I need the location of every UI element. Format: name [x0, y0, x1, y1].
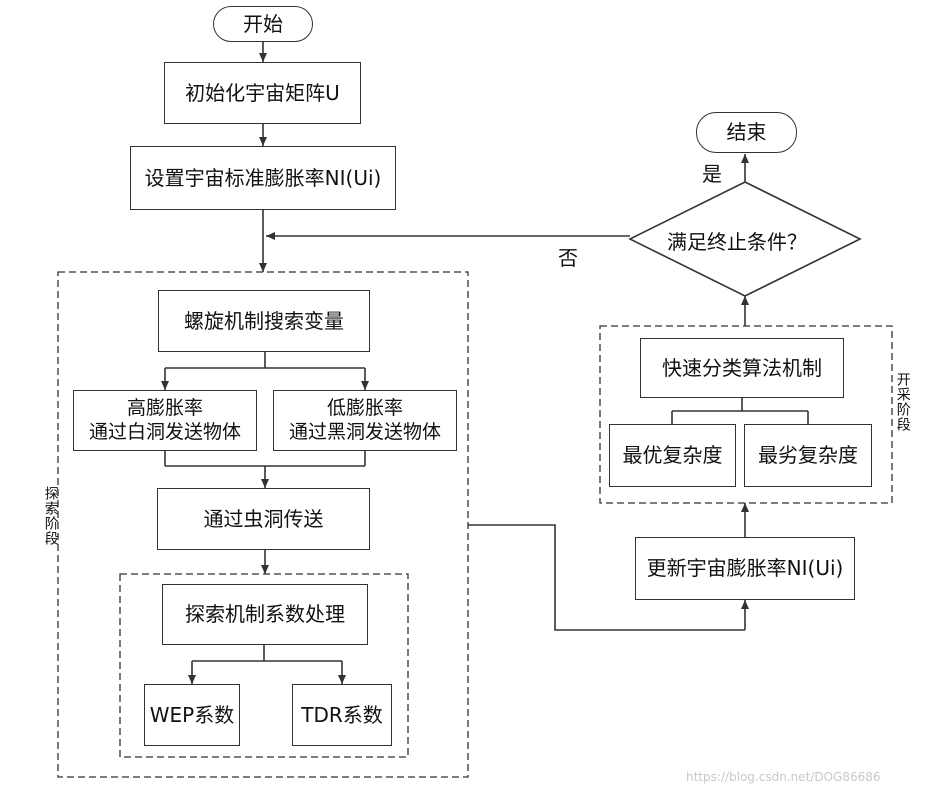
wormhole-box: 通过虫洞传送: [157, 488, 370, 550]
exploit-phase-region: [599, 325, 893, 504]
tdr-coef-box: TDR系数: [292, 684, 392, 746]
spiral-search-label: 螺旋机制搜索变量: [184, 308, 344, 333]
low-rate-line1: 低膨胀率: [326, 396, 403, 419]
set-rate-box: 设置宇宙标准膨胀率NI(Ui): [130, 146, 396, 210]
explore-coef-label: 探索机制系数处理: [185, 602, 345, 626]
low-rate-box: 低膨胀率 通过黑洞发送物体: [273, 390, 457, 451]
start-terminal: 开始: [213, 6, 313, 42]
best-complexity-box: 最优复杂度: [609, 424, 736, 487]
update-rate-box: 更新宇宙膨胀率NI(Ui): [635, 537, 855, 600]
high-rate-box: 高膨胀率 通过白洞发送物体: [73, 390, 257, 451]
end-terminal: 结束: [696, 112, 797, 153]
explore-phase-label: 探索阶段: [42, 486, 59, 546]
worst-complexity-box: 最劣复杂度: [744, 424, 872, 487]
best-complexity-label: 最优复杂度: [622, 443, 723, 467]
yes-label: 是: [702, 162, 722, 186]
update-rate-label: 更新宇宙膨胀率NI(Ui): [646, 556, 844, 580]
init-matrix-label: 初始化宇宙矩阵U: [185, 80, 340, 105]
explore-coef-box: 探索机制系数处理: [162, 584, 368, 645]
coef-subregion: [119, 573, 409, 758]
wep-coef-label: WEP系数: [149, 702, 235, 727]
low-rate-line2: 通过黑洞发送物体: [288, 420, 441, 443]
init-matrix-box: 初始化宇宙矩阵U: [164, 62, 361, 124]
quicksort-box: 快速分类算法机制: [640, 338, 844, 398]
condition-label: 满足终止条件？: [667, 230, 807, 254]
no-label: 否: [558, 246, 578, 270]
end-label: 结束: [726, 120, 767, 144]
wormhole-label: 通过虫洞传送: [203, 506, 324, 531]
explore-phase-region: [57, 271, 469, 778]
exploit-phase-label: 开采阶段: [894, 372, 911, 432]
start-label: 开始: [243, 11, 283, 36]
condition-diamond: [628, 181, 862, 297]
worst-complexity-label: 最劣复杂度: [758, 443, 858, 467]
quicksort-label: 快速分类算法机制: [662, 355, 822, 380]
watermark: https://blog.csdn.net/DOG86686: [686, 770, 881, 784]
tdr-coef-label: TDR系数: [301, 702, 383, 727]
wep-coef-box: WEP系数: [144, 684, 240, 746]
high-rate-line2: 通过白洞发送物体: [88, 420, 241, 443]
line-explore-to-update: [468, 524, 745, 631]
set-rate-label: 设置宇宙标准膨胀率NI(Ui): [144, 165, 382, 190]
high-rate-line1: 高膨胀率: [126, 396, 203, 419]
spiral-search-box: 螺旋机制搜索变量: [158, 290, 370, 352]
